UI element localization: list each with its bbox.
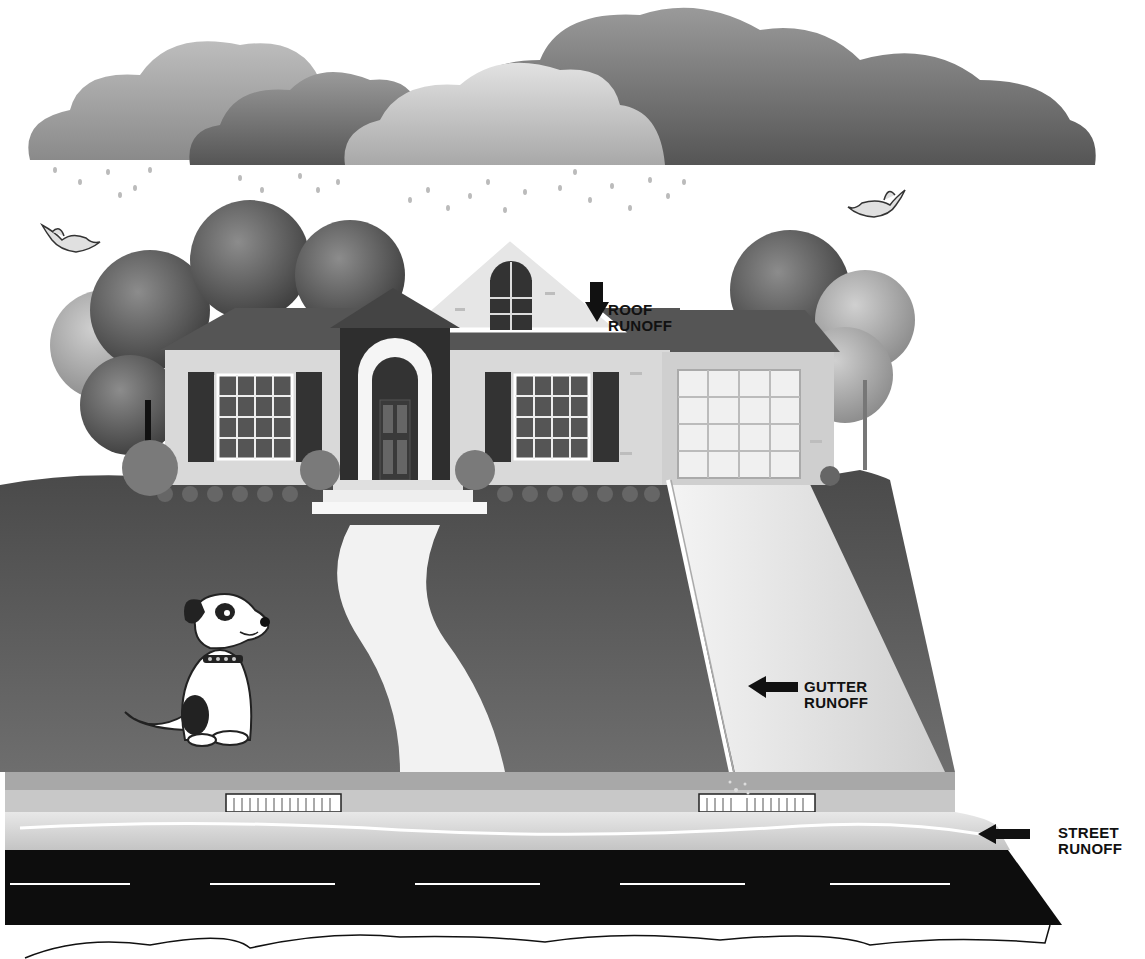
street — [5, 850, 1062, 925]
ground-edge — [25, 925, 1050, 958]
clouds — [28, 8, 1095, 165]
gutter-stream — [668, 480, 738, 805]
rain-drops — [53, 167, 686, 213]
lawn — [0, 475, 735, 772]
dog — [125, 594, 270, 746]
storm-drain — [226, 781, 815, 813]
callout-arrows — [585, 282, 1030, 844]
callout-label: STREET RUNOFF — [1058, 825, 1122, 857]
lane-dashes — [10, 883, 950, 885]
water-sheen — [20, 823, 980, 834]
walkway — [337, 525, 505, 772]
callout-label: GUTTER RUNOFF — [804, 679, 868, 711]
house — [122, 238, 840, 514]
driveway — [668, 480, 945, 772]
sidewalk — [5, 772, 955, 790]
callout-label: ROOF RUNOFF — [608, 302, 672, 334]
street-water — [5, 812, 1010, 850]
curb — [5, 790, 955, 812]
gutter-stream — [671, 480, 741, 805]
